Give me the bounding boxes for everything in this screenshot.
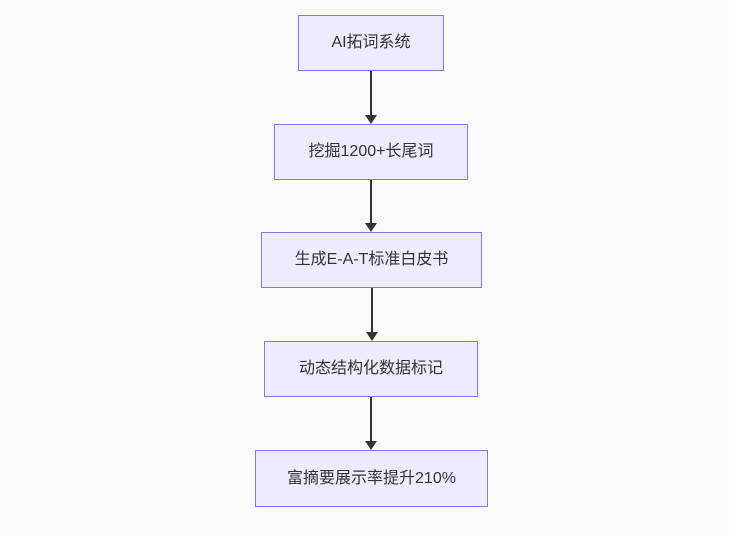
arrowhead-down-icon bbox=[365, 115, 377, 124]
flow-node-label: 富摘要展示率提升210% bbox=[287, 469, 456, 487]
flow-node-label: 生成E-A-T标准白皮书 bbox=[294, 251, 449, 269]
flow-node-label: 动态结构化数据标记 bbox=[298, 360, 443, 378]
flow-edge-c-d bbox=[371, 288, 373, 333]
flow-node-b: 挖掘1200+长尾词 bbox=[274, 124, 468, 180]
flow-node-label: AI拓词系统 bbox=[331, 34, 411, 52]
flow-node-e: 富摘要展示率提升210% bbox=[255, 450, 488, 507]
flow-node-label: 挖掘1200+长尾词 bbox=[308, 143, 434, 161]
flow-node-a: AI拓词系统 bbox=[298, 15, 444, 71]
arrowhead-down-icon bbox=[366, 332, 378, 341]
flow-edge-d-e bbox=[370, 397, 372, 442]
arrowhead-down-icon bbox=[365, 223, 377, 232]
flow-node-d: 动态结构化数据标记 bbox=[264, 341, 478, 397]
arrowhead-down-icon bbox=[365, 441, 377, 450]
flow-edge-b-c bbox=[370, 180, 372, 224]
flow-edge-a-b bbox=[370, 71, 372, 116]
flow-node-c: 生成E-A-T标准白皮书 bbox=[261, 232, 482, 288]
